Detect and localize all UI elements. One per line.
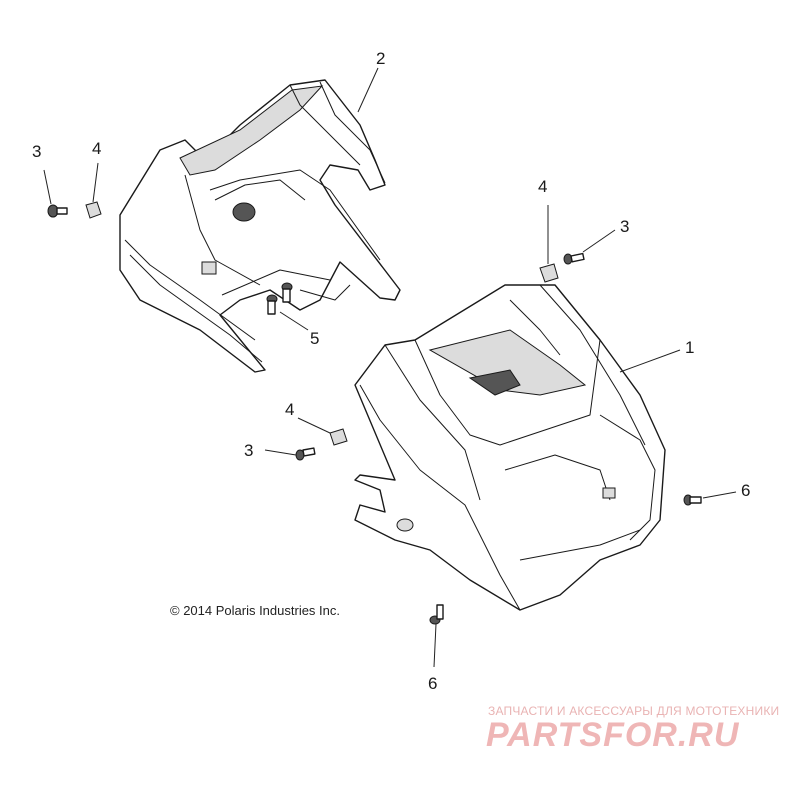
callout-5: 5 [310,329,319,348]
copyright-notice: © 2014 Polaris Industries Inc. [170,603,340,618]
callout-6-right: 6 [741,481,750,500]
callout-1: 1 [685,338,694,357]
callout-4-middle: 4 [285,400,294,419]
part-2-upper-hood [119,79,401,373]
watermark-tagline: ЗАПЧАСТИ И АКСЕССУАРЫ ДЛЯ МОТОТЕХНИКИ [488,704,780,718]
fastener-4-right-clip [539,263,559,283]
callout-3-left: 3 [32,142,41,161]
fastener-3-middle-bolt [295,447,316,461]
leader-lines [43,67,737,668]
fastener-5-rivets [266,282,293,315]
watermark-logo: PARTSFOR.RU [486,716,740,754]
callout-4-left: 4 [92,139,101,158]
callout-3-middle: 3 [244,441,253,460]
fastener-4-left-clip [85,201,102,219]
callout-6-bottom: 6 [428,674,437,693]
callout-4-right: 4 [538,177,547,196]
fastener-3-left-bolt [47,204,68,218]
callout-2: 2 [376,49,385,68]
fastener-3-right-bolt [563,252,585,265]
fastener-6-bottom-bolt [429,604,444,625]
fastener-4-middle-clip [329,428,348,446]
part-1-headlight-housing [354,284,666,611]
callout-3-right: 3 [620,217,629,236]
fastener-6-right-bolt [683,494,702,506]
